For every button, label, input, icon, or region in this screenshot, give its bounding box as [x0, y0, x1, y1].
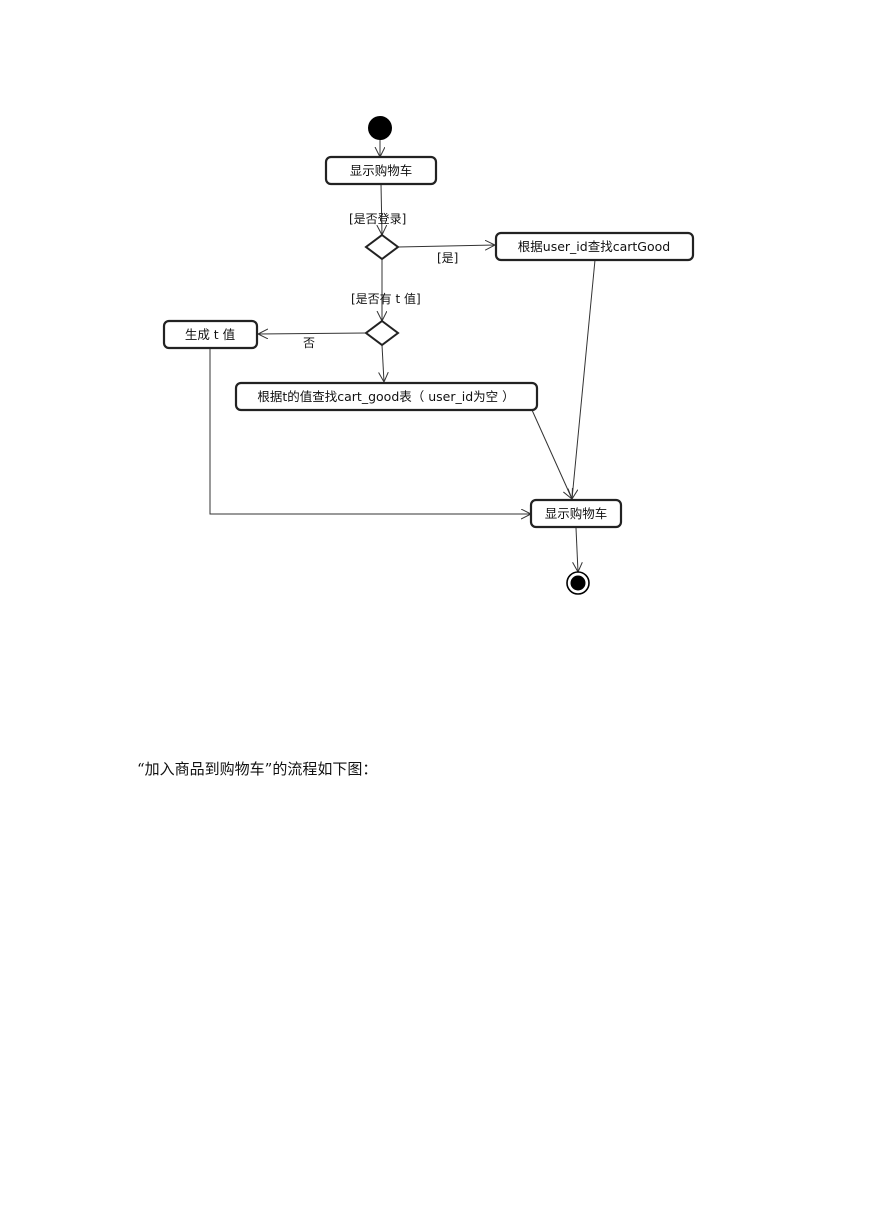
activity-diagram: 显示购物车 根据user_id查找cartGood 生成 t 值 根据t的值查找… — [162, 116, 695, 595]
guard-login-check: [是否登录] — [349, 211, 406, 226]
edge-gen-t-to-show — [209, 348, 531, 514]
start-node — [368, 116, 392, 140]
edge-show-to-decision1 — [381, 183, 382, 235]
action-show-cart-bottom: 显示购物车 — [529, 498, 623, 529]
decision-has-t — [364, 319, 400, 347]
caption-text: “加入商品到购物车”的流程如下图： — [137, 760, 378, 778]
action-show-cart-top: 显示购物车 — [324, 155, 438, 186]
action-generate-t: 生成 t 值 — [162, 319, 259, 350]
decision-login — [364, 233, 400, 261]
edge-decision1-yes — [397, 245, 495, 247]
action-find-by-user-id-label: 根据user_id查找cartGood — [518, 239, 670, 254]
end-node — [566, 571, 590, 595]
guard-no: 否 — [303, 336, 315, 350]
edge-show-to-end — [576, 527, 578, 572]
action-find-by-user-id: 根据user_id查找cartGood — [494, 231, 695, 262]
edge-find-user-to-show — [572, 259, 596, 499]
action-show-cart-bottom-label: 显示购物车 — [545, 506, 608, 521]
edge-decision2-no — [258, 333, 367, 334]
edge-find-t-to-show — [531, 409, 572, 499]
action-find-by-t: 根据t的值查找cart_good表（ user_id为空 ） — [234, 381, 539, 412]
guard-t-check: [是否有 t 值] — [351, 291, 421, 306]
action-show-cart-top-label: 显示购物车 — [350, 163, 413, 178]
action-generate-t-label: 生成 t 值 — [185, 327, 235, 342]
edge-decision2-to-find-t — [382, 344, 384, 382]
guard-yes: [是] — [437, 251, 458, 265]
action-find-by-t-label: 根据t的值查找cart_good表（ user_id为空 ） — [257, 389, 514, 404]
